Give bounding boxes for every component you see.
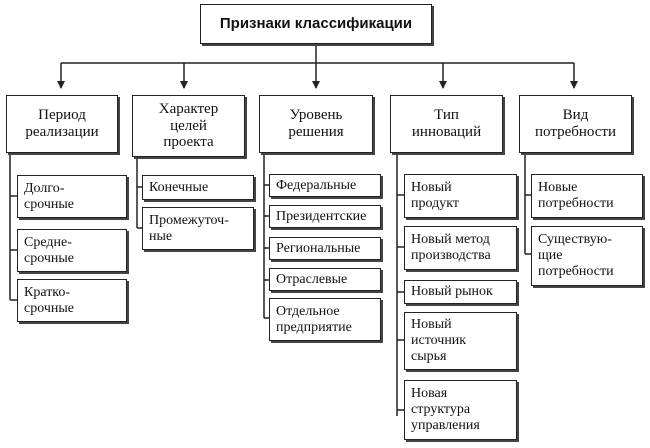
item-new-raw-material-source: Новый источник сырья xyxy=(404,312,517,370)
item-presidential: Президентские xyxy=(269,205,381,228)
item-short-term: Кратко- срочные xyxy=(17,279,127,322)
item-intermediate: Промежуточ- ные xyxy=(142,207,254,250)
item-final: Конечные xyxy=(142,175,254,200)
item-new-market: Новый рынок xyxy=(404,280,517,304)
item-regional: Региональные xyxy=(269,237,381,260)
item-new-product: Новый продукт xyxy=(404,174,517,218)
item-new-production-method: Новый метод производства xyxy=(404,226,517,270)
item-federal: Федеральные xyxy=(269,174,381,197)
item-long-term: Долго- срочные xyxy=(17,175,127,218)
category-period: Период реализации xyxy=(6,95,118,153)
item-sectoral: Отраслевые xyxy=(269,268,381,291)
category-decision-level: Уровень решения xyxy=(259,95,373,153)
root-title: Признаки классификации xyxy=(200,4,432,44)
category-goal-nature: Характер целей проекта xyxy=(132,95,245,157)
item-single-enterprise: Отдельное предприятие xyxy=(269,298,381,341)
item-existing-needs: Существую- щие потребности xyxy=(531,226,643,286)
item-new-needs: Новые потребности xyxy=(531,174,643,218)
category-need-type: Вид потребности xyxy=(519,95,632,153)
item-new-management-structure: Новая структура управления xyxy=(404,380,517,440)
category-innovation-type: Тип инноваций xyxy=(390,95,503,153)
item-mid-term: Средне- срочные xyxy=(17,229,127,272)
